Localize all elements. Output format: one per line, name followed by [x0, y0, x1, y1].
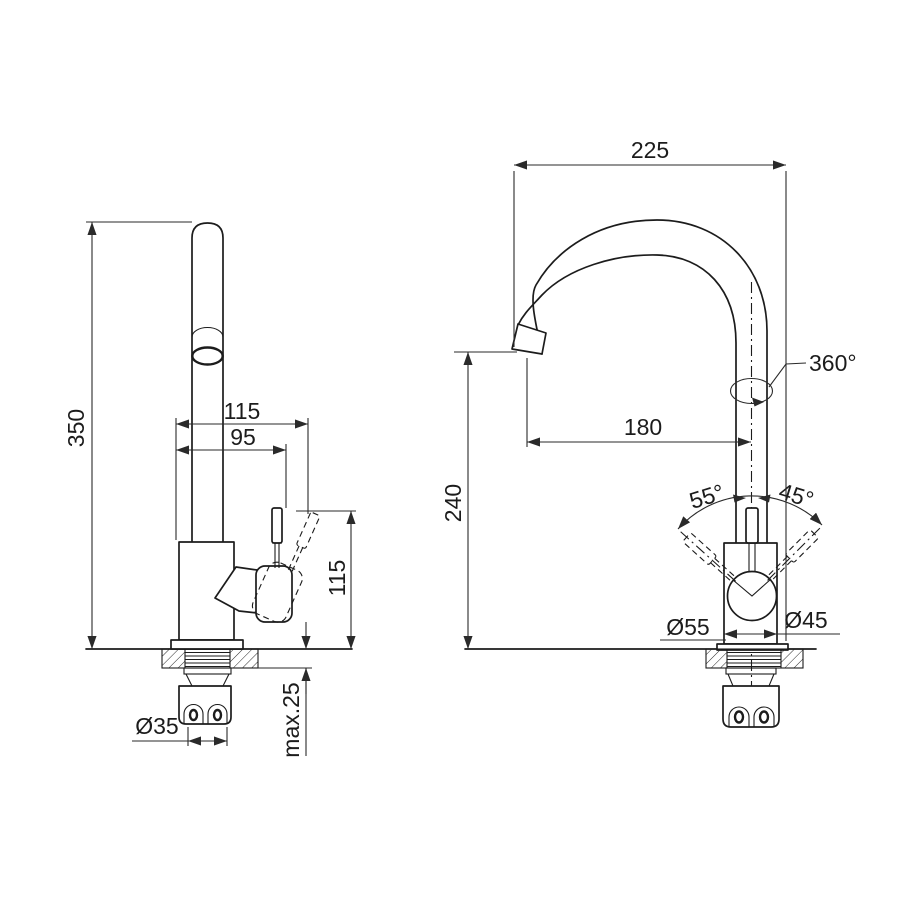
- side-view: 350 115 95 115 max.25: [63, 221, 356, 758]
- dim-label-max25: max.25: [278, 682, 304, 757]
- valve-v-mark: [732, 578, 772, 597]
- spout-pipe-side: [191, 222, 224, 543]
- dim-body-diameter: Ø45: [724, 607, 840, 639]
- mounting-nut-front: [722, 667, 780, 728]
- mounting-plate-side: [161, 648, 259, 669]
- swivel-arrow-icon: [752, 397, 764, 407]
- dim-label-55deg: 55°: [686, 479, 727, 514]
- dim-height-350: 350: [63, 221, 192, 649]
- dim-label-240: 240: [440, 484, 466, 522]
- dim-label-225: 225: [631, 137, 669, 163]
- dim-label-360: 360°: [809, 350, 857, 376]
- handle-left-55: [680, 531, 738, 584]
- dim-base-diameter: Ø55: [660, 614, 726, 641]
- dim-shank-diameter: Ø35: [132, 713, 228, 746]
- dim-reach-115: 115: [175, 398, 309, 540]
- dim-label-115-top: 115: [224, 398, 261, 424]
- mounting-nut-side: [178, 667, 232, 725]
- dim-reach-180: 180: [526, 358, 751, 447]
- faucet-body-front: [723, 542, 778, 645]
- dim-height-240: 240: [440, 351, 517, 649]
- dim-reach-95: 95: [176, 424, 287, 508]
- dim-label-d35: Ø35: [135, 713, 178, 739]
- dim-label-d55: Ø55: [666, 614, 709, 640]
- mounting-plate-front: [705, 648, 804, 669]
- dim-max-thickness: max.25: [258, 622, 312, 758]
- handle-base-side: [255, 565, 293, 623]
- dim-handle-height-115: 115: [296, 510, 356, 649]
- cartridge-circle: [726, 570, 778, 622]
- spout-outlet-tip: [511, 323, 547, 355]
- gooseneck-outer-curve: [532, 219, 768, 544]
- handle-swing-dashed: [680, 527, 821, 584]
- dim-label-95: 95: [230, 424, 256, 450]
- dim-width-225: 225: [513, 137, 787, 641]
- aerator-ellipse: [191, 346, 224, 366]
- dim-label-115-vertical: 115: [324, 560, 350, 597]
- handle-closed: [271, 507, 283, 568]
- handle-open-dashed: [251, 511, 320, 623]
- swivel-symbol: 360°: [729, 350, 857, 407]
- handle-right-45: [765, 527, 821, 583]
- dim-label-45deg: 45°: [776, 478, 817, 513]
- dim-label-180: 180: [624, 414, 662, 440]
- dim-label-d45: Ø45: [784, 607, 827, 633]
- dim-label-350: 350: [63, 409, 89, 447]
- gooseneck-inner-curve: [517, 254, 737, 544]
- base-flange-side: [170, 639, 244, 650]
- base-flange-front: [716, 643, 789, 651]
- spout-joint-arc: [191, 327, 224, 338]
- front-view: 360°: [440, 137, 857, 728]
